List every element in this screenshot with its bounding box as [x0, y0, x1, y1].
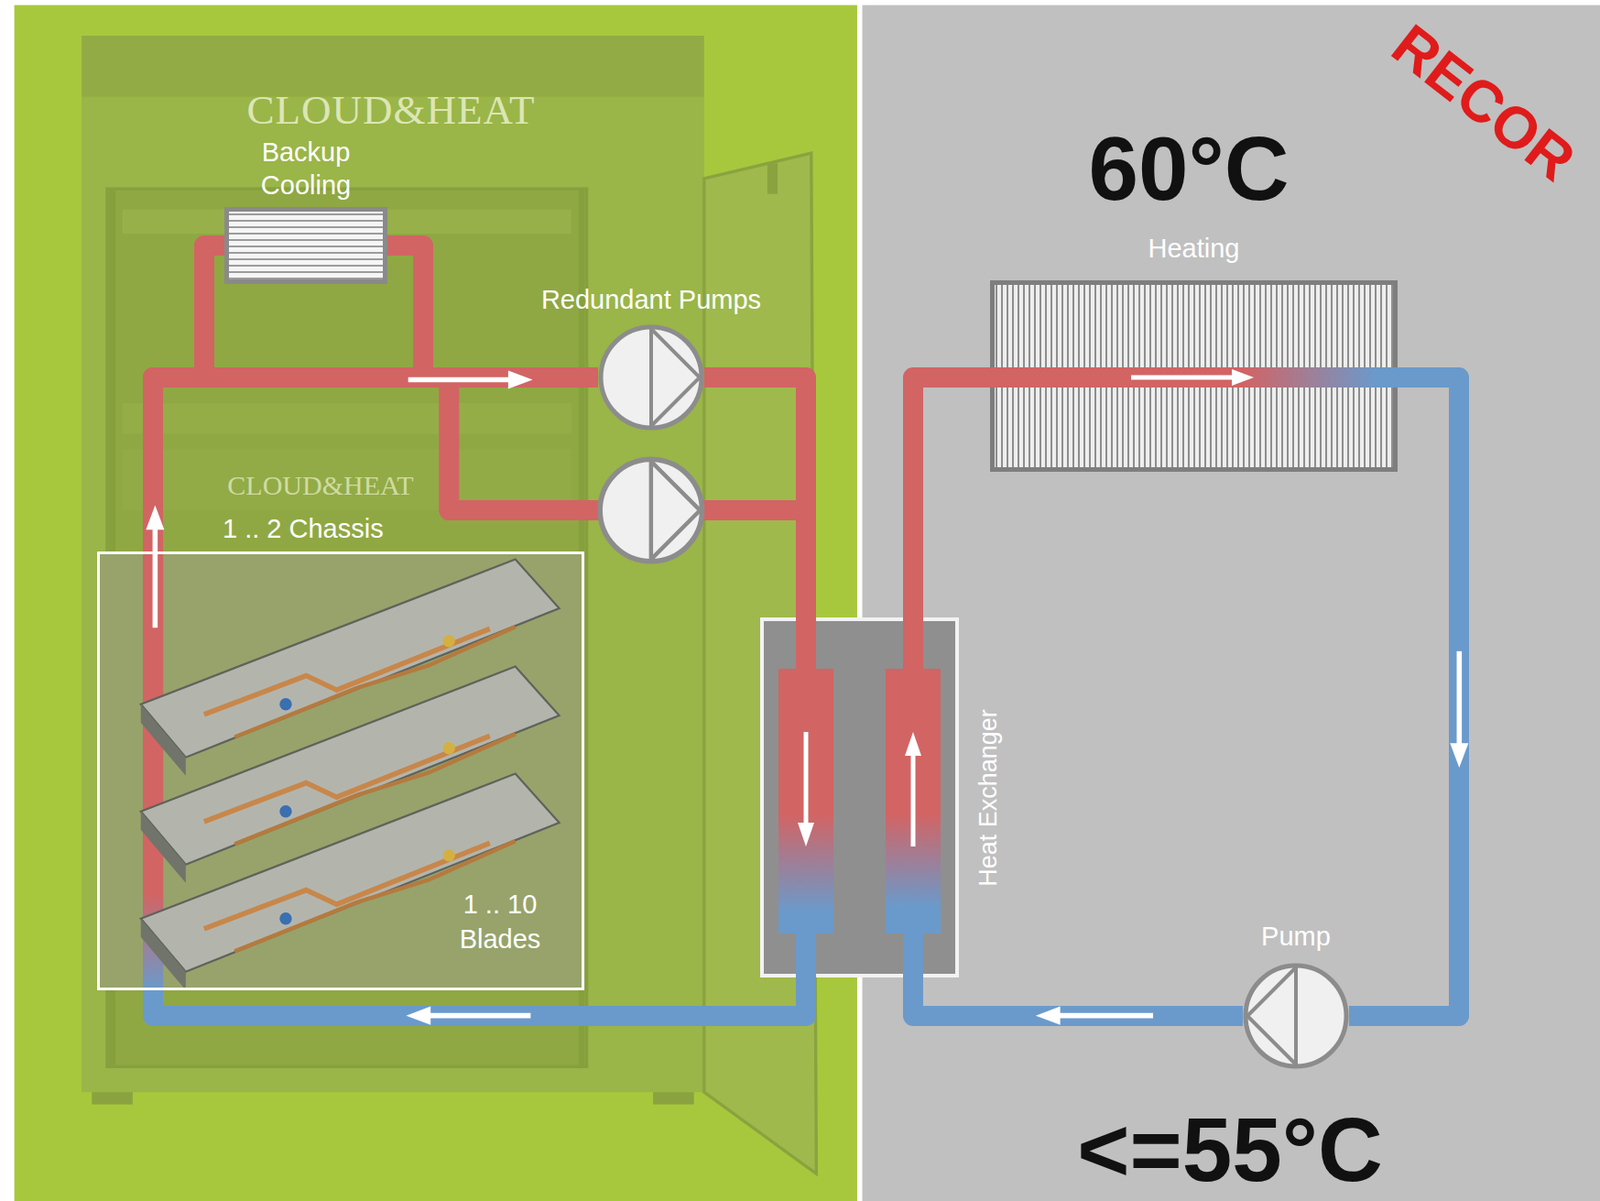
- node-heading: Redundant Pumps: [541, 283, 762, 316]
- rack-unit: [122, 402, 572, 434]
- radiator-box: Heating: [990, 280, 1398, 472]
- pipe-connector: [913, 977, 1243, 1016]
- rack-cap: [81, 35, 705, 98]
- flow-arrow: [428, 1012, 531, 1019]
- heat-exchanger: Heat Exchanger: [760, 617, 959, 978]
- node-heading: Backup Cooling: [237, 135, 375, 202]
- pump-circle: [600, 326, 702, 428]
- pipe: [903, 617, 924, 671]
- flow-arrow-head: [1449, 742, 1469, 768]
- flow-arrow: [1457, 651, 1463, 746]
- blade-part: [443, 848, 456, 861]
- blade-part: [279, 805, 292, 817]
- flow-arrow: [1131, 375, 1234, 381]
- pipe: [795, 617, 817, 671]
- blade: [141, 773, 560, 991]
- chassis-outline: [98, 553, 584, 990]
- pump-symbol: [599, 458, 702, 561]
- flow-arrow-head: [1231, 369, 1254, 386]
- pipe-connector: [152, 977, 806, 1016]
- flow-arrow-head: [405, 1006, 431, 1025]
- rack-foot: [91, 1091, 133, 1104]
- exchanger-tube: [778, 668, 834, 934]
- rack-foot: [653, 1091, 695, 1104]
- logo-text: CLOUD&HEAT: [227, 471, 414, 500]
- node-heading: Pump: [1261, 920, 1331, 952]
- pump-triangle: [651, 328, 700, 426]
- callout-label: 1 .. 10 Blades: [454, 886, 546, 957]
- node-heading: Heat Exchanger: [972, 708, 1004, 887]
- blade-part: [443, 741, 456, 754]
- blade-part: [279, 912, 292, 925]
- pump-symbol: Pump: [1242, 962, 1350, 1069]
- vradiator-shape: [990, 280, 1398, 472]
- chassis-interior: [97, 551, 586, 991]
- pipe: [903, 931, 924, 978]
- pipe: [795, 931, 817, 978]
- flow-arrow-head: [145, 505, 164, 531]
- node-heading: 1 .. 2 Chassis: [222, 512, 384, 545]
- node-heading: Heating: [1148, 232, 1241, 264]
- pipe-connector: [152, 245, 225, 552]
- logo-text: CLOUD&HEAT: [247, 89, 536, 131]
- copper-pipe: [204, 842, 490, 929]
- flow-arrow: [1057, 1012, 1154, 1019]
- pump-triangle: [1247, 967, 1296, 1065]
- pipe: [702, 500, 807, 521]
- blade-part: [443, 634, 456, 647]
- blade-part: [279, 697, 292, 710]
- pipe-connector: [913, 377, 991, 618]
- radiator-fins: [227, 209, 386, 283]
- door-handle: [767, 163, 778, 194]
- temperature-label: 60°C: [1088, 123, 1290, 214]
- flow-arrow-head: [797, 822, 815, 847]
- pipe-connector: [1349, 377, 1459, 1016]
- rack-body: [81, 97, 705, 1092]
- hradiator-shape: [224, 206, 388, 284]
- flow-arrow-head: [508, 370, 534, 389]
- watermark: RECOR: [1382, 14, 1586, 192]
- exchanger-box: [761, 619, 958, 976]
- flow-arrow: [408, 377, 511, 383]
- pipe: [990, 367, 1398, 388]
- blade-board: [141, 773, 560, 972]
- pump-triangle: [651, 461, 700, 560]
- radiator-box: Backup Cooling: [224, 206, 388, 284]
- pipe-connector: [704, 377, 806, 618]
- flow-arrow-head: [1035, 1006, 1061, 1025]
- flow-arrow: [804, 731, 809, 825]
- pipe-connector: [152, 377, 599, 552]
- blade-front: [141, 811, 186, 883]
- flow-arrow: [911, 753, 916, 847]
- exchanger-shape: [760, 617, 959, 978]
- pipe: [448, 377, 600, 511]
- blade-front: [141, 918, 186, 991]
- temperature-label: <=55°C: [1077, 1104, 1383, 1195]
- blade-front: [141, 704, 186, 776]
- rack-panel: [14, 5, 858, 1201]
- pump-shape: [1242, 962, 1350, 1069]
- exchanger-tube: [885, 668, 941, 934]
- flow-arrow-head: [904, 731, 922, 756]
- pump-symbol: Redundant Pumps: [598, 324, 705, 431]
- flow-arrow: [152, 527, 159, 628]
- pump-circle: [1245, 965, 1347, 1067]
- heating-panel: [861, 5, 1600, 1201]
- illustration: [14, 5, 1600, 1201]
- pump-shape: [598, 324, 705, 431]
